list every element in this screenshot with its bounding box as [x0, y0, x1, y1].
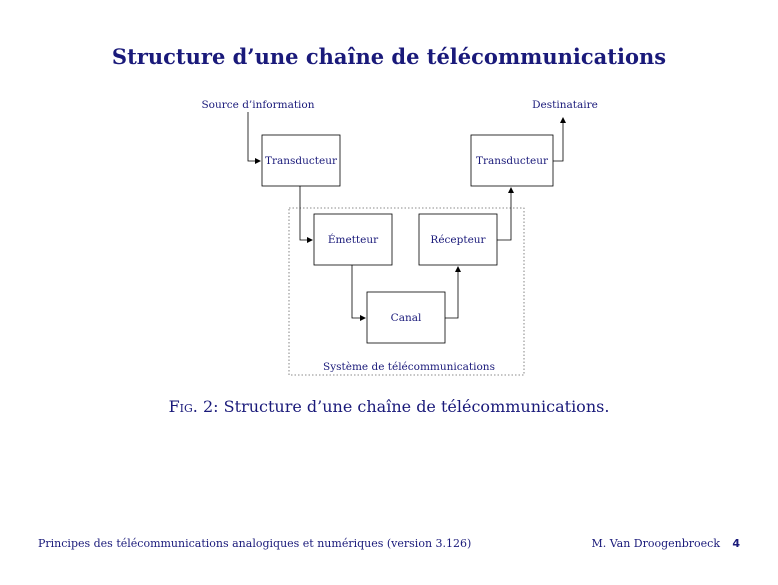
channel-box: [366, 291, 446, 344]
transducer-out-box: [470, 134, 554, 187]
caption-prefix: Fig.: [168, 397, 198, 416]
source-to-transducer-arrow: [247, 112, 261, 164]
footer-author: M. Van Droogenbroeck: [591, 537, 720, 550]
caption-text: Structure d’une chaîne de télécommunicat…: [223, 397, 610, 416]
caption-number: 2:: [203, 397, 219, 416]
channel-label: Canal: [391, 312, 422, 324]
receiver-to-transducer-arrow: [497, 187, 514, 241]
system-boundary: [288, 207, 525, 376]
transducer-in-label: Transducteur: [265, 155, 338, 167]
transducer-out-label: Transducteur: [476, 155, 549, 167]
footer-course-title: Principes des télécommunications analogi…: [38, 537, 472, 550]
channel-to-receiver-arrow: [445, 266, 461, 319]
transducer-to-destination-arrow: [553, 117, 566, 162]
figure-caption: Fig. 2: Structure d’une chaîne de téléco…: [0, 397, 778, 416]
emitter-to-channel-arrow: [351, 265, 366, 321]
system-label: Système de télécommunications: [323, 361, 495, 373]
slide-title: Structure d’une chaîne de télécommunicat…: [111, 44, 667, 69]
transducer-to-emitter-arrow: [299, 186, 313, 243]
emitter-box: [313, 213, 393, 266]
destination-label: Destinataire: [532, 99, 598, 111]
page-number: 4: [732, 537, 740, 550]
receiver-box: [418, 213, 498, 266]
emitter-label: Émetteur: [328, 232, 379, 246]
source-label: Source d’information: [201, 99, 314, 111]
receiver-label: Récepteur: [430, 234, 486, 246]
transducer-in-box: [261, 134, 341, 187]
